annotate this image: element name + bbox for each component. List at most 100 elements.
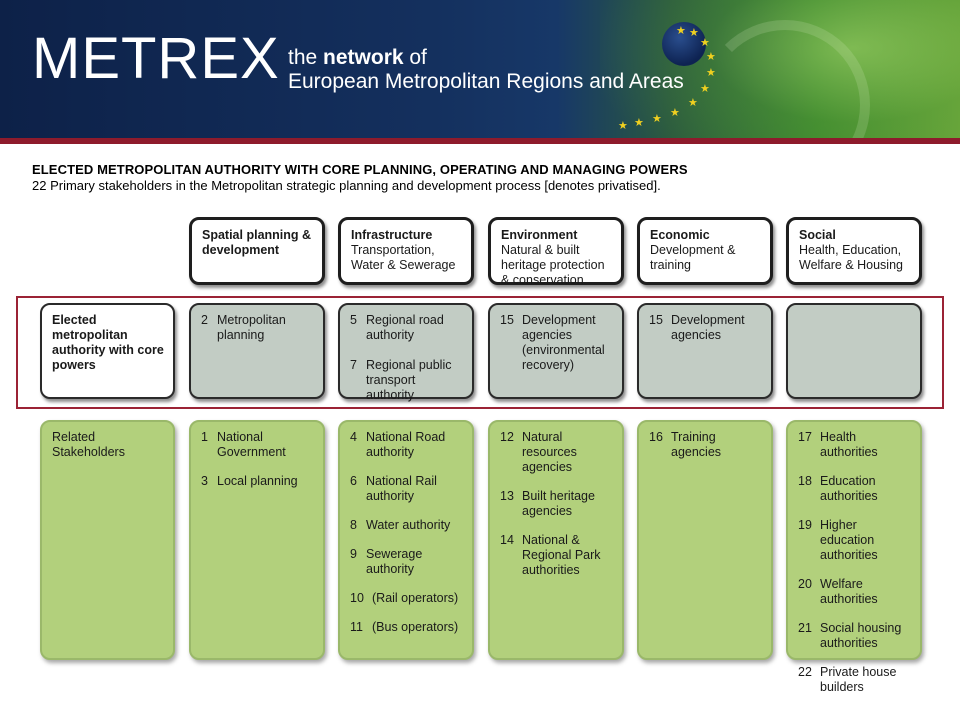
item-number: 6 — [350, 474, 357, 488]
list-item: 19 Higher education authorities — [798, 518, 912, 563]
star-icon: ★ — [700, 83, 710, 95]
header-social: Social Health, Education, Welfare & Hous… — [786, 217, 922, 285]
item-text: Social housing authorities — [820, 621, 902, 650]
item-text: Natural resources agencies — [522, 430, 577, 474]
item-number: 16 — [649, 430, 663, 444]
related-stakeholders-label: Related Stakeholders — [40, 420, 175, 660]
core-cell-economic: 15 Development agencies — [637, 303, 773, 399]
star-icon: ★ — [706, 67, 716, 79]
stakeholders-spatial: 1 National Government 3 Local planning — [189, 420, 325, 660]
item-number: 10 — [350, 591, 364, 605]
tagline-prefix: the — [288, 46, 324, 69]
list-item: 10 (Rail operators) — [350, 591, 464, 606]
item-text: Welfare authorities — [820, 577, 878, 606]
banner-tagline: the network of European Metropolitan Reg… — [288, 46, 684, 94]
item-text: Development agencies (environmental reco… — [522, 313, 605, 372]
header-subtitle: Transportation, Water & Sewerage — [351, 243, 456, 272]
list-item: 20 Welfare authorities — [798, 577, 912, 607]
star-icon: ★ — [670, 107, 680, 119]
header-environment: Environment Natural & built heritage pro… — [488, 217, 624, 287]
item-text: National Government — [217, 430, 286, 459]
list-item: 12 Natural resources agencies — [500, 430, 614, 475]
metrex-logo: METREX — [32, 26, 280, 91]
item-number: 15 — [649, 313, 663, 327]
item-text: Regional public transport authority — [366, 358, 452, 402]
banner-swirl — [700, 20, 870, 138]
item-text: Private house builders — [820, 665, 897, 694]
tagline-bold: network — [323, 46, 404, 69]
core-cell-environment: 15 Development agencies (environmental re… — [488, 303, 624, 399]
list-item: 18 Education authorities — [798, 474, 912, 504]
list-item: 14 National & Regional Park authorities — [500, 533, 614, 578]
item-text: National Road authority — [366, 430, 446, 459]
header-title: Environment — [501, 228, 578, 242]
core-cell-social — [786, 303, 922, 399]
item-text: Sewerage authority — [366, 547, 423, 576]
header-title: Infrastructure — [351, 228, 433, 242]
header-infrastructure: Infrastructure Transportation, Water & S… — [338, 217, 474, 285]
item-number: 7 — [350, 358, 357, 372]
header-title: Spatial planning & development — [202, 228, 312, 257]
banner-rule — [0, 138, 960, 144]
list-item: 15 Development agencies (environmental re… — [500, 313, 614, 373]
list-item: 7 Regional public transport authority — [350, 358, 464, 403]
item-text: Local planning — [217, 474, 298, 488]
item-text: Higher education authorities — [820, 518, 878, 562]
star-icon: ★ — [634, 117, 644, 129]
item-text: Metropolitan planning — [217, 313, 286, 342]
item-number: 12 — [500, 430, 514, 444]
header-economic: Economic Development & training — [637, 217, 773, 285]
item-number: 4 — [350, 430, 357, 444]
item-number: 14 — [500, 533, 514, 547]
item-text: Education authorities — [820, 474, 878, 503]
item-number: 20 — [798, 577, 812, 591]
list-item: 17 Health authorities — [798, 430, 912, 460]
item-text: National & Regional Park authorities — [522, 533, 601, 577]
list-item: 1 National Government — [201, 430, 315, 460]
list-item: 15 Development agencies — [649, 313, 763, 343]
header-spatial-planning: Spatial planning & development — [189, 217, 325, 285]
page-title: ELECTED METROPOLITAN AUTHORITY WITH CORE… — [32, 162, 688, 177]
item-number: 13 — [500, 489, 514, 503]
item-number: 15 — [500, 313, 514, 327]
item-text: Built heritage agencies — [522, 489, 595, 518]
item-number: 5 — [350, 313, 357, 327]
item-number: 2 — [201, 313, 208, 327]
item-number: 18 — [798, 474, 812, 488]
stakeholders-social: 17 Health authorities 18 Education authori… — [786, 420, 922, 694]
list-item: 8 Water authority — [350, 518, 464, 533]
item-number: 8 — [350, 518, 357, 532]
item-number: 1 — [201, 430, 208, 444]
list-item: 9 Sewerage authority — [350, 547, 464, 577]
star-icon: ★ — [700, 37, 710, 49]
item-number: 9 — [350, 547, 357, 561]
list-item: 13 Built heritage agencies — [500, 489, 614, 519]
list-item: 22 Private house builders — [798, 665, 912, 695]
list-item: 11(Bus operators) — [350, 620, 464, 635]
banner: METREX the network of European Metropoli… — [0, 0, 960, 138]
list-item: 3 Local planning — [201, 474, 315, 489]
star-icon: ★ — [706, 51, 716, 63]
item-number: 21 — [798, 621, 812, 635]
core-cell-spatial: 2 Metropolitan planning — [189, 303, 325, 399]
item-number: 3 — [201, 474, 208, 488]
item-text: Health authorities — [820, 430, 878, 459]
item-text: Development agencies — [671, 313, 745, 342]
star-icon: ★ — [676, 25, 686, 37]
item-number: 19 — [798, 518, 812, 532]
item-number: 22 — [798, 665, 812, 679]
core-row-frame — [16, 296, 944, 409]
stakeholders-environment: 12 Natural resources agencies 13 Built her… — [488, 420, 624, 660]
item-text: Water authority — [366, 518, 451, 532]
header-subtitle: Health, Education, Welfare & Housing — [799, 243, 903, 272]
globe-icon — [662, 22, 706, 66]
core-authority-label: Elected metropolitan authority with core… — [40, 303, 175, 399]
item-text: (Rail operators) — [372, 591, 459, 605]
item-number: 17 — [798, 430, 812, 444]
